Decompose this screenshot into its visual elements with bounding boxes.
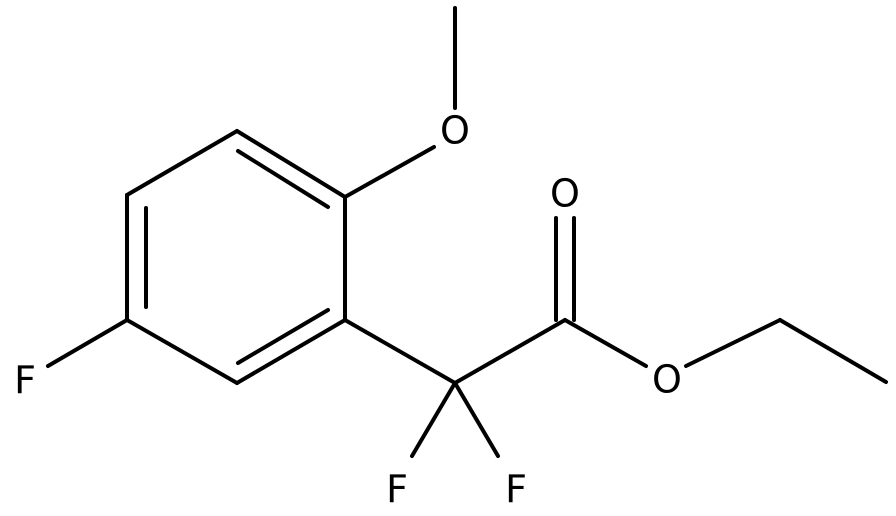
bond-carbonyl-c-to-ester-o [563, 318, 648, 368]
atom-o-methoxy: O [440, 109, 470, 153]
bond-ring-c2-c3-inner [236, 149, 330, 209]
bond-ring-c5-c6 [125, 318, 239, 385]
atom-o-carbonyl: O [550, 172, 580, 216]
atom-o-ester: O [652, 358, 682, 402]
bond-cf2-to-carbonyl-c [453, 318, 567, 385]
bond-cf2-to-f-left [410, 381, 457, 458]
bond-ester-o-to-ch2 [684, 318, 782, 368]
atom-f-ring: F [14, 359, 36, 403]
atom-f-right: F [505, 468, 527, 512]
bond-ring-c3-c4 [125, 129, 239, 197]
bond-ring-c6-c1 [235, 318, 347, 385]
bond-ring-to-f [46, 318, 129, 368]
bond-ring-to-cf2 [343, 318, 457, 385]
bond-methoxy-o-to-ring [343, 145, 436, 199]
atom-f-left: F [386, 468, 408, 512]
bond-ch2-to-ch3 [778, 318, 888, 384]
bond-ring-c2-c3 [235, 129, 347, 199]
bond-ring-c6-c1-inner [236, 308, 330, 365]
bond-cf2-to-f-right [453, 381, 500, 458]
